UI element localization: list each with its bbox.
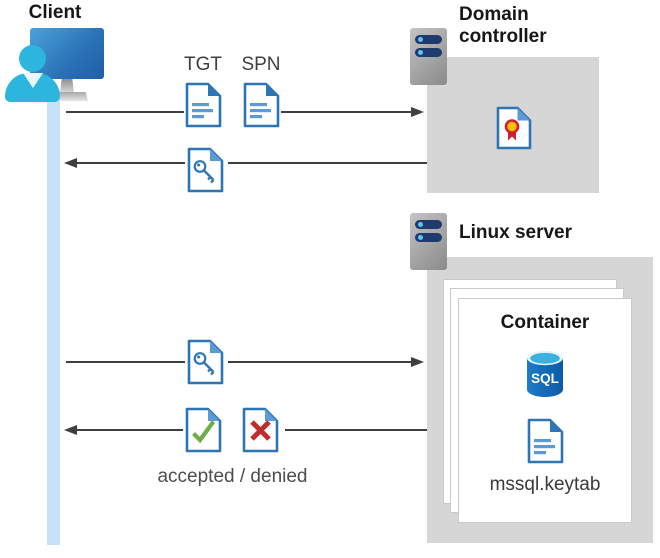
server-bar xyxy=(415,35,442,44)
arrow-line xyxy=(66,361,185,363)
container-label: Container xyxy=(500,312,590,333)
server-icon xyxy=(410,28,447,85)
keytab-document-icon xyxy=(527,418,564,464)
arrow-line xyxy=(285,429,427,431)
server-led xyxy=(418,222,423,227)
server-bar xyxy=(415,220,442,229)
linux-server-label: Linux server xyxy=(459,222,572,243)
user-icon-collar xyxy=(23,73,43,88)
sql-database-icon: SQL xyxy=(525,349,565,399)
arrow-line xyxy=(66,111,184,113)
arrow-line xyxy=(77,162,185,164)
monitor-stand xyxy=(60,79,74,93)
spn-document-icon xyxy=(243,82,280,128)
server-led xyxy=(418,37,423,42)
server-icon xyxy=(410,213,447,270)
server-led xyxy=(418,50,423,55)
arrowhead-left xyxy=(64,424,77,435)
server-bar xyxy=(415,233,442,242)
arrowhead-left xyxy=(64,157,77,168)
arrow-line xyxy=(228,162,427,164)
key-document-icon xyxy=(187,339,224,385)
arrow-line xyxy=(228,361,412,363)
arrow-line xyxy=(77,429,183,431)
domain-controller-label: Domain controller xyxy=(459,4,547,47)
server-bar xyxy=(415,48,442,57)
check-document-icon xyxy=(185,407,222,453)
accepted-denied-label: accepted / denied xyxy=(157,466,308,487)
tgt-label: TGT xyxy=(184,54,222,75)
x-document-icon xyxy=(242,407,279,453)
arrowhead-right xyxy=(411,106,424,117)
key-document-icon xyxy=(187,147,224,193)
certificate-document-icon xyxy=(496,106,532,150)
container-card xyxy=(458,298,632,523)
tgt-document-icon xyxy=(185,82,222,128)
monitor-stand-base xyxy=(50,92,88,101)
client-label: Client xyxy=(28,2,82,23)
server-led xyxy=(418,235,423,240)
client-lifeline xyxy=(47,90,60,545)
spn-label: SPN xyxy=(241,54,281,75)
sql-badge-text: SQL xyxy=(531,371,559,386)
keytab-filename: mssql.keytab xyxy=(489,474,601,495)
arrowhead-right xyxy=(411,356,424,367)
user-icon xyxy=(19,45,46,72)
arrow-line xyxy=(281,111,412,113)
